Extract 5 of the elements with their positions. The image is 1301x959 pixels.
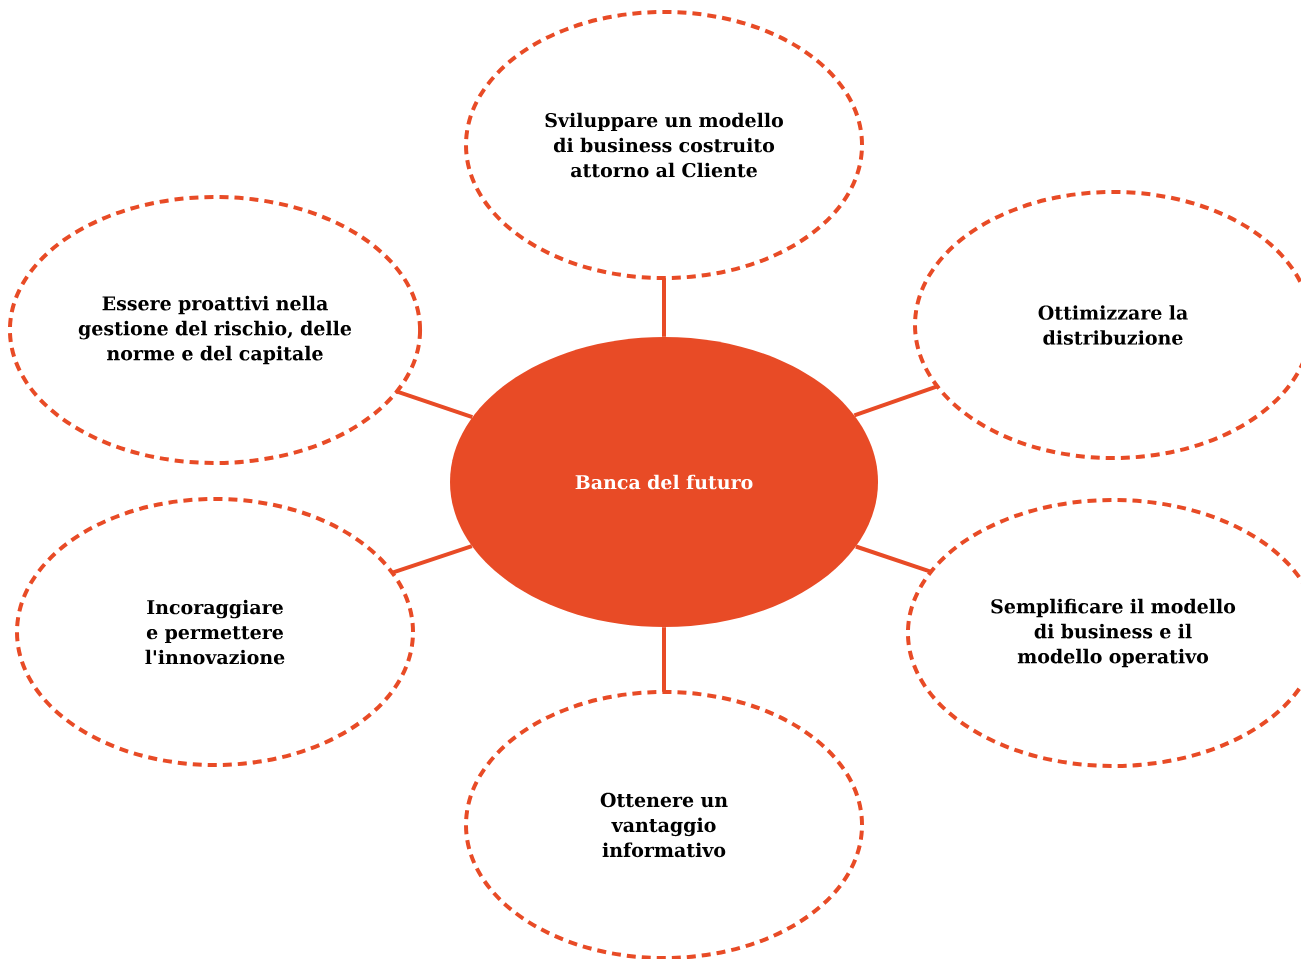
node-label: Semplificare il modello di business e il modello operativo (991, 598, 1236, 668)
connector-line (662, 627, 666, 692)
connector-line (391, 544, 473, 575)
connector-line (853, 384, 938, 418)
connector-line (662, 278, 666, 337)
